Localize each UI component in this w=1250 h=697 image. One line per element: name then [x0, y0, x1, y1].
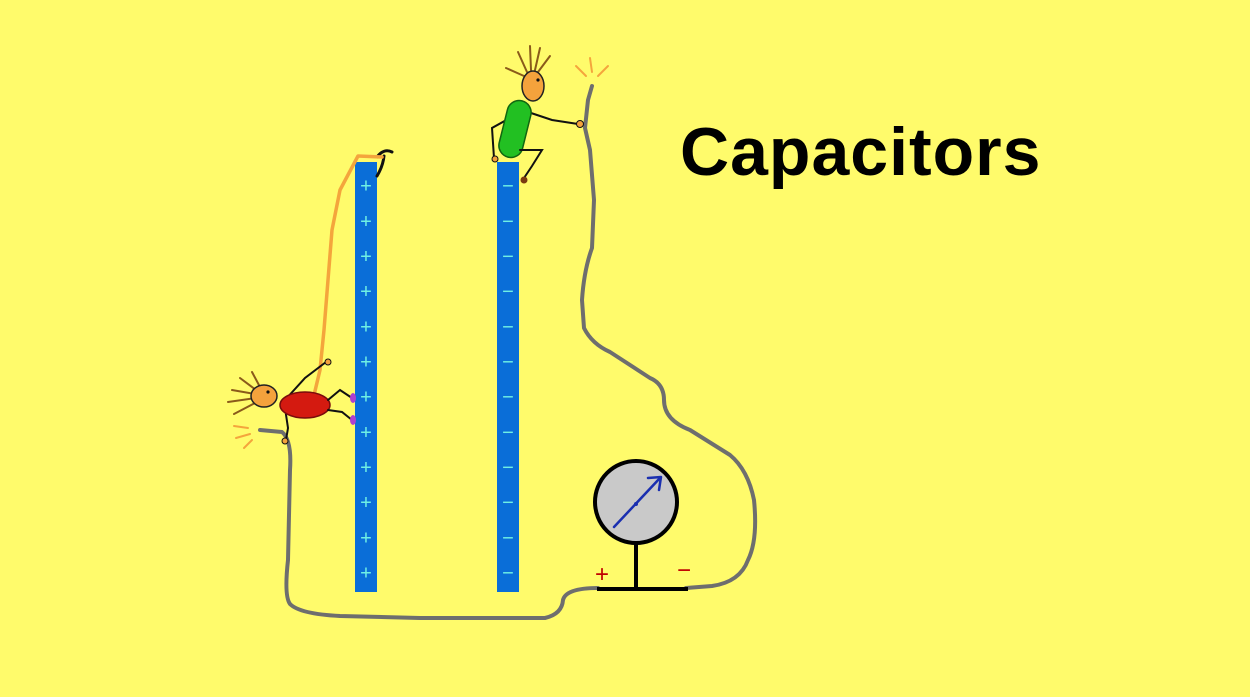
right-person-head — [521, 70, 545, 102]
charge-mark: + — [360, 246, 372, 268]
charge-mark: + — [360, 457, 372, 479]
meter-positive-terminal: + — [595, 561, 609, 588]
left-plate-charge-marks: + + + + + + + + + + + + — [360, 176, 372, 585]
charge-mark: − — [502, 387, 514, 409]
plate-hook — [375, 149, 394, 178]
charge-mark: + — [360, 422, 372, 444]
right-person-body — [498, 99, 532, 159]
charge-mark: − — [502, 176, 514, 198]
charge-mark: − — [502, 422, 514, 444]
page-title: Capacitors — [680, 114, 1042, 190]
right-plate-charge-marks: − − − − − − − − − − − − — [502, 176, 514, 585]
left-person — [227, 358, 356, 445]
left-person-head — [250, 384, 278, 408]
right-spark — [575, 57, 609, 77]
left-spark — [233, 425, 253, 449]
charge-mark: − — [502, 316, 514, 338]
charge-mark: + — [360, 351, 372, 373]
charge-mark: + — [360, 211, 372, 233]
circuit-wire — [258, 84, 758, 620]
charge-mark: − — [502, 211, 514, 233]
charge-mark: + — [360, 387, 372, 409]
left-capacitor-plate — [355, 162, 377, 592]
meter-negative-terminal: − — [677, 557, 691, 584]
charge-mark: − — [502, 246, 514, 268]
charge-mark: − — [502, 281, 514, 303]
charge-mark: + — [360, 281, 372, 303]
charge-mark: − — [502, 457, 514, 479]
right-person — [490, 45, 584, 184]
right-capacitor-plate — [497, 162, 519, 592]
meter: + − — [593, 459, 691, 591]
charge-mark: + — [360, 316, 372, 338]
left-person-body — [279, 391, 331, 419]
charge-mark: − — [502, 562, 514, 584]
charge-mark: − — [502, 351, 514, 373]
charge-mark: + — [360, 176, 372, 198]
charge-mark: − — [502, 527, 514, 549]
charge-mark: − — [502, 492, 514, 514]
rope — [308, 154, 384, 414]
charge-mark: + — [360, 527, 372, 549]
charge-mark: + — [360, 492, 372, 514]
charge-mark: + — [360, 562, 372, 584]
